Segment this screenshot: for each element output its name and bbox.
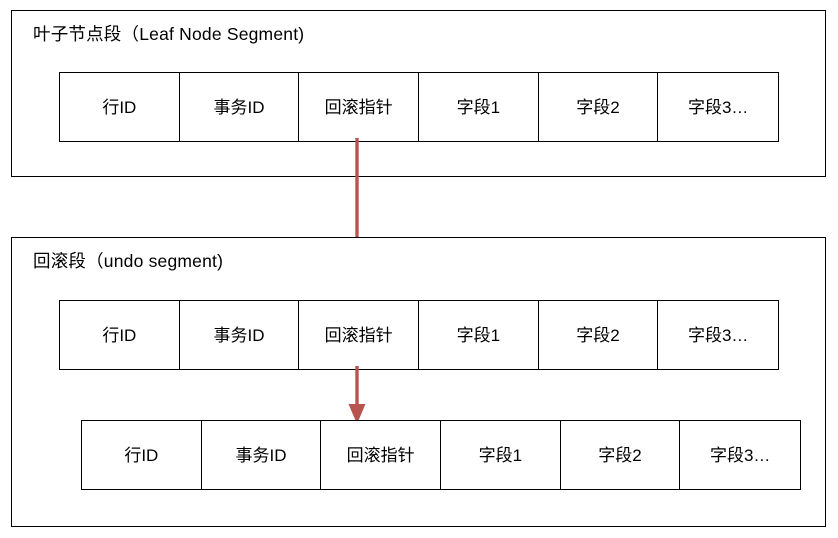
undo1-cell-field-1: 字段1 bbox=[419, 301, 539, 369]
arrow-undo-record-1-to-undo-record-2-icon bbox=[348, 366, 366, 424]
leaf-cell-row-id: 行ID bbox=[60, 73, 180, 141]
leaf-cell-field-1: 字段1 bbox=[419, 73, 539, 141]
undo-record-row-2: 行ID 事务ID 回滚指针 字段1 字段2 字段3… bbox=[81, 420, 801, 490]
undo1-cell-row-id: 行ID bbox=[60, 301, 180, 369]
undo2-cell-field-1: 字段1 bbox=[441, 421, 561, 489]
leaf-cell-trx-id: 事务ID bbox=[179, 73, 300, 141]
undo1-cell-field-2: 字段2 bbox=[538, 301, 659, 369]
undo2-cell-roll-pointer: 回滚指针 bbox=[321, 421, 442, 489]
undo2-cell-field-3: 字段3… bbox=[680, 421, 801, 489]
undo1-cell-field-3: 字段3… bbox=[658, 301, 779, 369]
undo-record-row-1: 行ID 事务ID 回滚指针 字段1 字段2 字段3… bbox=[59, 300, 779, 370]
undo1-cell-trx-id: 事务ID bbox=[179, 301, 300, 369]
undo2-cell-row-id: 行ID bbox=[82, 421, 202, 489]
leaf-cell-field-2: 字段2 bbox=[538, 73, 659, 141]
leaf-cell-field-3: 字段3… bbox=[658, 73, 779, 141]
undo-segment-title: 回滚段（undo segment) bbox=[33, 251, 224, 271]
leaf-cell-roll-pointer: 回滚指针 bbox=[299, 73, 420, 141]
undo2-cell-trx-id: 事务ID bbox=[201, 421, 322, 489]
leaf-record-row: 行ID 事务ID 回滚指针 字段1 字段2 字段3… bbox=[59, 72, 779, 142]
undo1-cell-roll-pointer: 回滚指针 bbox=[299, 301, 420, 369]
leaf-node-segment-title: 叶子节点段（Leaf Node Segment) bbox=[33, 24, 305, 44]
undo2-cell-field-2: 字段2 bbox=[560, 421, 681, 489]
